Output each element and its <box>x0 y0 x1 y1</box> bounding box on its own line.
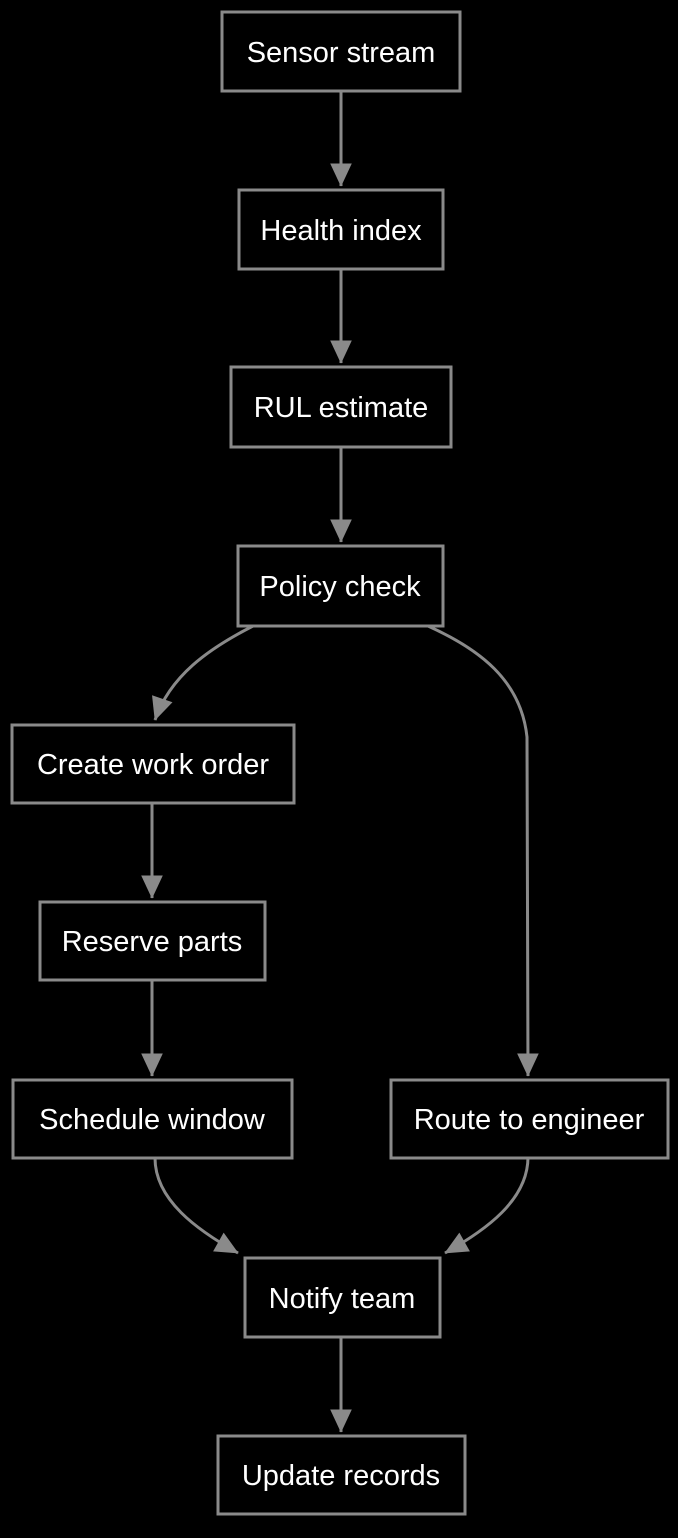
node-reserve-parts-label: Reserve parts <box>62 926 243 958</box>
node-sensor-stream-box <box>220 10 462 93</box>
edge-policy-check-to-route-to-engineer <box>427 624 539 1077</box>
node-create-work-order: Create work order <box>10 723 296 805</box>
edge-layer <box>141 91 539 1433</box>
edge-policy-check-to-create-work-order <box>152 624 254 721</box>
node-health-index-box <box>237 188 445 271</box>
node-rul-estimate-box <box>229 365 453 449</box>
node-notify-team: Notify team <box>243 1256 442 1339</box>
node-notify-team-label: Notify team <box>269 1283 416 1315</box>
node-sensor-stream-label: Sensor stream <box>247 37 436 69</box>
node-update-records-box <box>216 1434 467 1516</box>
node-policy-check-box <box>236 544 445 628</box>
node-notify-team-box <box>243 1256 442 1339</box>
node-policy-check: Policy check <box>236 544 445 628</box>
node-health-index-label: Health index <box>260 215 422 247</box>
node-route-to-engineer-label: Route to engineer <box>414 1104 645 1136</box>
node-route-to-engineer: Route to engineer <box>389 1078 670 1160</box>
node-policy-check-label: Policy check <box>259 571 421 603</box>
node-schedule-window: Schedule window <box>11 1078 294 1160</box>
node-route-to-engineer-box <box>389 1078 670 1160</box>
node-layer: Sensor stream Health index RUL estimate … <box>10 10 670 1516</box>
node-update-records-label: Update records <box>242 1460 440 1492</box>
node-rul-estimate-label: RUL estimate <box>254 392 429 424</box>
node-health-index: Health index <box>237 188 445 271</box>
node-update-records: Update records <box>216 1434 467 1516</box>
edge-schedule-window-to-notify-team <box>153 1157 239 1255</box>
node-reserve-parts: Reserve parts <box>38 900 267 982</box>
node-schedule-window-label: Schedule window <box>39 1104 266 1136</box>
node-create-work-order-label: Create work order <box>37 749 269 781</box>
edge-route-to-engineer-to-notify-team <box>444 1156 530 1255</box>
node-create-work-order-box <box>10 723 296 805</box>
node-reserve-parts-box <box>38 900 267 982</box>
node-rul-estimate: RUL estimate <box>229 365 453 449</box>
node-sensor-stream: Sensor stream <box>220 10 462 93</box>
node-schedule-window-box <box>11 1078 294 1160</box>
